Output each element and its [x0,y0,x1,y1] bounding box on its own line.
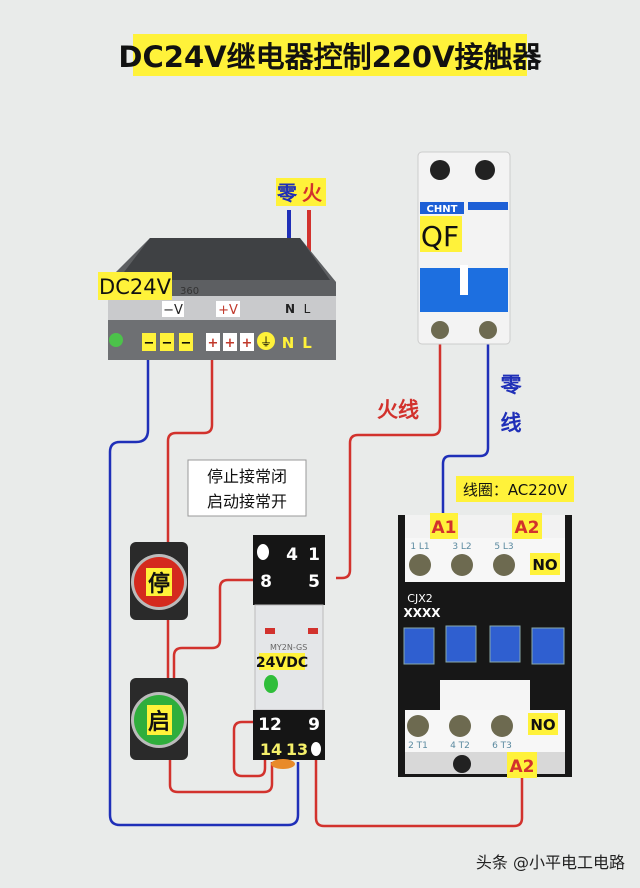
relay-terminal-4: 4 [286,545,298,565]
psu-neg-label: −V [163,303,183,318]
relay-terminal-9: 9 [308,715,320,735]
start-button-label: 启 [148,709,170,735]
terminal-label-l3: 5 L3 [494,542,513,552]
psu-model: 360 [180,286,199,297]
wire-relay8-start [172,578,255,680]
psu-terminal: N [282,334,295,352]
stop-button-label: 停 [148,571,170,597]
relay-terminal-1: 1 [308,545,320,565]
psu-top-l: L [304,302,311,316]
psu-indicator-led [109,333,123,347]
terminal-label-t2: 4 T2 [450,741,470,751]
psu-terminal: − [162,336,173,351]
psu-terminal: − [181,336,192,351]
no-label-top: NO [532,556,557,574]
note-line-1: 停止接常闭 [207,467,287,486]
watermark: 头条 @小平电工电路 [476,853,625,872]
wire-negative [108,345,300,827]
note-line-2: 启动接常开 [207,492,287,511]
psu-terminals: − − − + + + ⏚ N L [142,332,312,352]
start-button[interactable]: 启 [130,678,188,760]
live-label: 火 [302,181,323,205]
psu-terminal: L [302,334,312,352]
wire-relay9-a2 [314,735,524,828]
psu-terminal: + [208,336,219,351]
contactor: 线圈：AC220V A1 A2 1 L1 3 L2 5 L3 NO CJX2 X… [398,476,574,778]
terminal-label-t3: 6 T3 [492,741,512,751]
circuit-breaker: CHNT QF [417,151,511,345]
relay-terminal-5: 5 [308,572,320,592]
psu-top-n: N [285,302,295,316]
neutral-label: 零 [276,181,298,205]
no-label-bottom: NO [530,716,555,734]
neutral-wire-char: 零 [500,373,523,397]
relay-model: MY2N-GS [270,643,307,652]
note-box: 停止接常闭 启动接常开 [187,459,307,517]
wire-start-relay14 [168,758,274,794]
ground-icon: ⏚ [260,335,272,349]
relay-voltage: 24VDC [256,655,308,671]
coil-a2-top: A2 [515,518,540,538]
neutral-wire-char2: 线 [501,411,522,435]
coil-label: 线圈：AC220V [463,481,568,499]
psu-terminal: + [225,336,236,351]
relay-terminal-12: 12 [258,715,282,735]
title-banner: DC24V继电器控制220V接触器 [118,34,543,76]
wire-relay12-14 [232,720,267,778]
relay-terminal-14: 14 [260,740,282,759]
relay-terminal-8: 8 [260,572,272,592]
relay-terminal-13: 13 [286,740,308,759]
terminal-label-l1: 1 L1 [410,542,429,552]
power-supply: DC24V 360 −V +V N L − − − + + + ⏚ N L [98,238,336,360]
contactor-model-1: CJX2 [407,592,432,605]
stop-button[interactable]: 停 [130,542,188,620]
mains-labels: 零 火 [276,178,326,206]
breaker-label: QF [421,220,459,253]
coil-a2-bottom: A2 [510,757,535,777]
psu-terminal: + [242,336,253,351]
relay: 4 1 8 5 MY2N-GS 24VDC 12 9 14 13 [253,535,325,769]
coil-a1: A1 [432,518,457,538]
wire-positive [166,345,214,545]
breaker-brand: CHNT [427,204,458,215]
neutral-wire-label: 零 [500,373,523,397]
wire-neutral [441,330,490,518]
page-title: DC24V继电器控制220V接触器 [118,40,542,74]
psu-pos-label: +V [218,303,238,318]
wire-live [336,330,442,580]
contactor-model-2: XXXX [403,606,441,620]
terminal-label-l2: 3 L2 [452,542,471,552]
psu-voltage-label: DC24V [99,275,172,299]
terminal-label-t1: 2 T1 [408,741,428,751]
live-wire-label: 火线 [377,398,419,422]
relay-led [264,675,278,693]
psu-terminal: − [144,336,155,351]
